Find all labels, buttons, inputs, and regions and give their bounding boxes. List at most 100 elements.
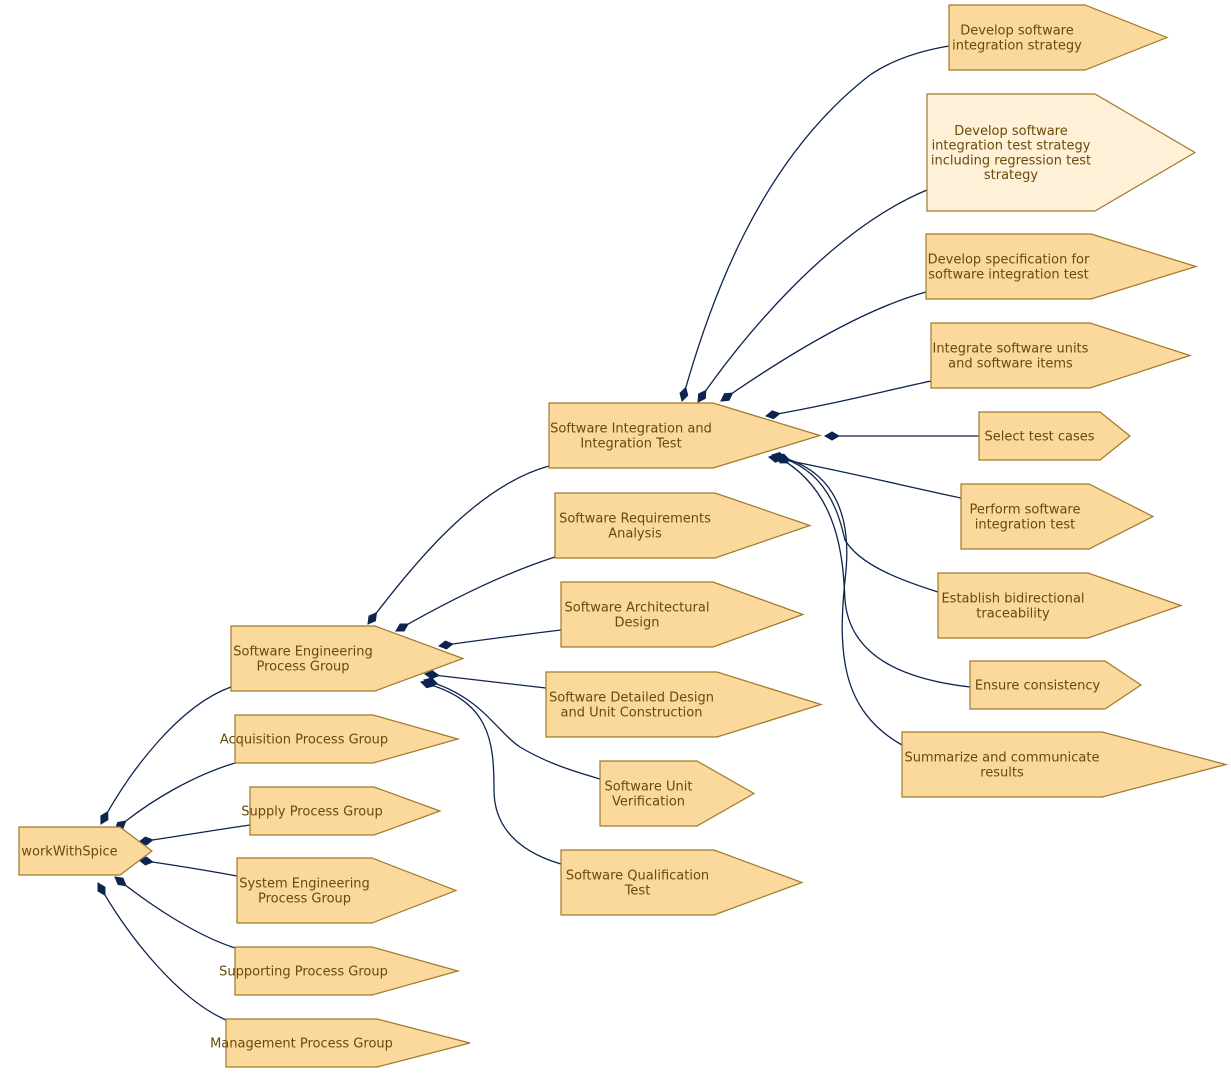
edge-line — [775, 455, 971, 688]
node-shape — [234, 946, 461, 996]
node-supp[interactable]: Supporting Process Group — [219, 946, 461, 996]
edge-sii-to-scr — [771, 452, 903, 746]
node-shape — [249, 786, 442, 836]
node-shape — [560, 581, 805, 648]
node-shape — [560, 849, 804, 916]
node-label-line: Supporting Process Group — [219, 965, 388, 980]
node-shape — [937, 572, 1183, 639]
edges-layer — [97, 45, 979, 1021]
edge-line — [771, 454, 903, 746]
node-label-line: integration test strategy — [932, 139, 1091, 154]
aggregation-diamond-icon — [765, 410, 781, 420]
aggregation-diamond-icon — [114, 876, 127, 887]
aggregation-diamond-icon — [823, 431, 841, 441]
node-label-line: Software Unit — [605, 780, 693, 795]
node-label-line: Develop software — [954, 124, 1067, 139]
node-label-line: Software Architectural — [565, 601, 710, 616]
edge-line — [697, 189, 928, 403]
aggregation-diamond-icon — [720, 392, 734, 402]
node-label-line: Design — [615, 615, 660, 630]
edge-line — [420, 681, 562, 865]
edge-swe-to-sqt — [420, 679, 562, 865]
edge-line — [100, 686, 232, 825]
aggregation-diamond-icon — [100, 810, 109, 825]
edge-line — [423, 679, 601, 780]
node-label-line: traceability — [976, 606, 1050, 621]
node-stc[interactable]: Select test cases — [978, 411, 1131, 461]
node-shape — [948, 4, 1169, 71]
aggregation-diamond-icon — [423, 670, 440, 680]
node-label-line: Test — [624, 883, 651, 898]
node-sup[interactable]: Supply Process Group — [241, 786, 442, 836]
node-shape — [901, 731, 1229, 798]
aggregation-diamond-icon — [420, 679, 436, 689]
node-shape — [225, 1018, 471, 1068]
node-label-line: Process Group — [256, 659, 349, 674]
node-shape — [978, 411, 1131, 461]
node-label-line: Acquisition Process Group — [220, 733, 388, 748]
node-man[interactable]: Management Process Group — [210, 1018, 471, 1068]
edge-workWithSpice-to-supp — [114, 876, 236, 949]
node-label-line: Integration Test — [580, 436, 681, 451]
edge-workWithSpice-to-acq — [114, 762, 236, 831]
node-label-line: Verification — [612, 794, 685, 809]
node-label-line: Ensure consistency — [975, 679, 1101, 694]
node-acq[interactable]: Acquisition Process Group — [220, 714, 461, 764]
node-workWithSpice[interactable]: workWithSpice — [18, 826, 153, 876]
edge-line — [97, 882, 227, 1021]
node-shape — [969, 660, 1143, 710]
edge-sii-to-isu — [765, 380, 932, 420]
node-shape — [599, 760, 756, 827]
edge-sii-to-stc — [823, 431, 979, 441]
aggregation-diamond-icon — [367, 612, 378, 625]
aggregation-diamond-icon — [395, 623, 410, 632]
node-label-line: Summarize and communicate — [904, 751, 1099, 766]
node-shape — [230, 625, 465, 692]
node-shape — [234, 714, 461, 764]
aggregation-diamond-icon — [97, 882, 106, 897]
node-label-line: Software Qualification — [566, 869, 709, 884]
edge-line — [114, 762, 236, 831]
edge-line — [367, 465, 550, 625]
edge-swe-to-sdd — [423, 670, 547, 689]
aggregation-diamond-icon — [138, 836, 154, 846]
edge-workWithSpice-to-sys — [138, 856, 238, 877]
edge-sii-to-psit — [768, 453, 962, 499]
edge-line — [138, 824, 251, 843]
node-label-line: Supply Process Group — [241, 805, 382, 820]
edge-swe-to-sra — [395, 556, 556, 632]
node-label-line: integration strategy — [952, 38, 1082, 53]
edge-line — [681, 45, 950, 402]
node-shape — [545, 671, 824, 738]
node-shape — [18, 826, 153, 876]
node-label-line: Integrate software units — [933, 342, 1089, 357]
node-label-line: Software Engineering — [233, 645, 372, 660]
node-ec[interactable]: Ensure consistency — [969, 660, 1143, 710]
node-label-line: and software items — [948, 356, 1073, 371]
node-label-line: System Engineering — [239, 877, 370, 892]
edge-line — [114, 876, 236, 949]
edge-workWithSpice-to-swe — [100, 686, 232, 825]
node-label-line: software integration test — [928, 267, 1088, 282]
aggregation-diamond-icon — [138, 856, 154, 866]
node-shape — [960, 483, 1155, 550]
node-label-line: Develop software — [960, 24, 1073, 39]
node-shape — [925, 233, 1199, 300]
node-label-line: strategy — [984, 168, 1039, 183]
node-label-line: Develop specification for — [928, 253, 1090, 268]
